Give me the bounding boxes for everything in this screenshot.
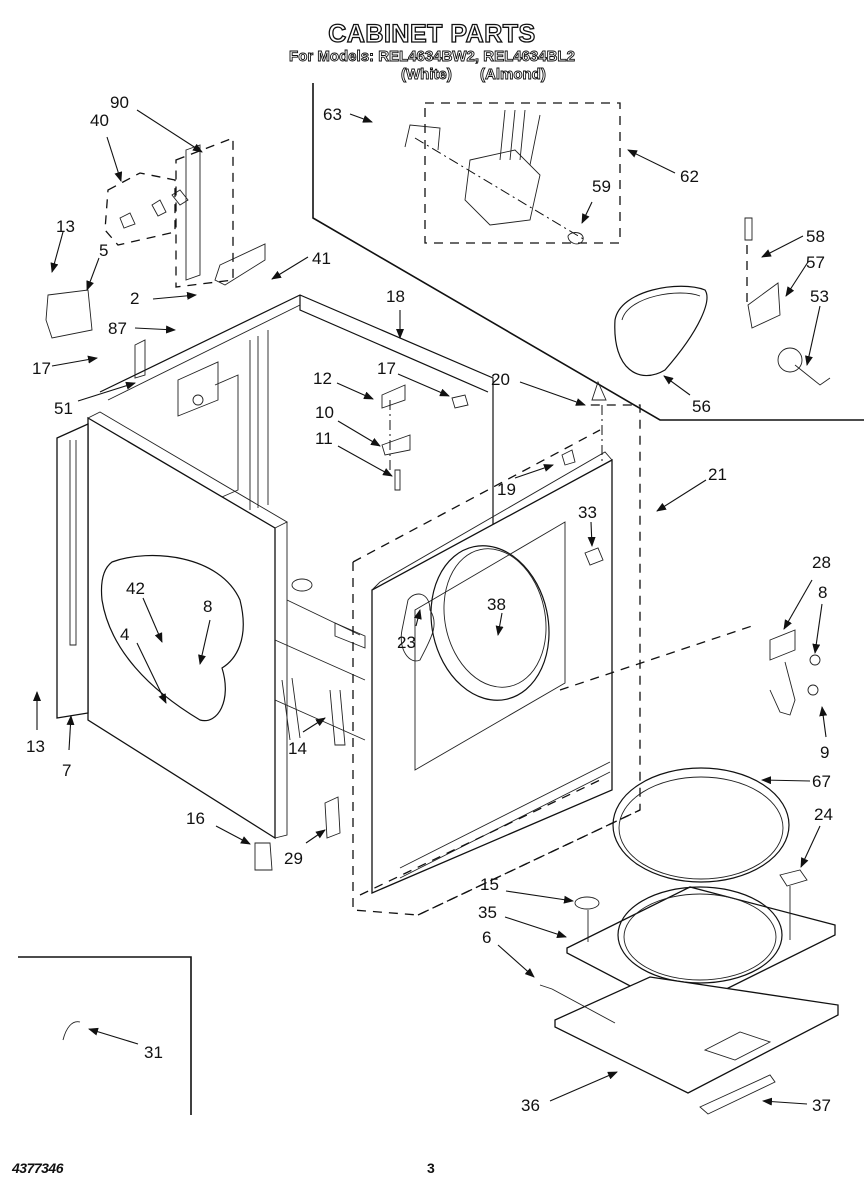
document-number: 4377346: [12, 1160, 64, 1176]
callout-62: 62: [680, 167, 699, 186]
front-panel-assembly: [352, 404, 641, 916]
small-hardware: [62, 380, 607, 1041]
callout-53: 53: [810, 287, 829, 306]
callout-17-center: 17: [377, 359, 396, 378]
callout-8-right: 8: [818, 583, 827, 602]
callout-8-left: 8: [203, 597, 212, 616]
callout-9: 9: [820, 743, 829, 762]
callout-29: 29: [284, 849, 303, 868]
callout-90: 90: [110, 93, 129, 112]
callout-11: 11: [315, 429, 333, 448]
callout-59: 59: [592, 177, 611, 196]
callout-19: 19: [497, 480, 516, 499]
callout-63: 63: [323, 105, 342, 124]
page-title: CABINET PARTS: [328, 19, 536, 48]
motor-section-frame: [312, 83, 864, 421]
callout-12: 12: [313, 369, 332, 388]
callout-24: 24: [814, 805, 833, 824]
callout-87: 87: [108, 319, 127, 338]
cabinet-assembly: [56, 294, 494, 840]
callout-38: 38: [487, 595, 506, 614]
callout-31: 31: [144, 1043, 163, 1062]
callout-5: 5: [99, 241, 108, 260]
inset-box: [18, 956, 192, 1115]
page-number: 3: [427, 1160, 435, 1176]
callout-28: 28: [812, 553, 831, 572]
callout-21: 21: [708, 465, 727, 484]
hinge-bracket: [559, 624, 821, 716]
callout-56: 56: [692, 397, 711, 416]
callout-10: 10: [315, 403, 334, 422]
callout-42: 42: [126, 579, 145, 598]
callout-13-top: 13: [56, 217, 75, 236]
control-parts: [45, 137, 266, 379]
callout-15: 15: [480, 875, 499, 894]
callout-67: 67: [812, 772, 831, 791]
callout-13-bottom: 13: [26, 737, 45, 756]
door-assembly-parts: [359, 767, 839, 1115]
callout-2: 2: [130, 289, 139, 308]
callout-51: 51: [54, 399, 73, 418]
callout-leaders: [33, 109, 828, 1106]
callout-35: 35: [478, 903, 497, 922]
callout-labels: 90 40 13 5 2 41 87 17 51 63 62 59 58 57 …: [26, 93, 833, 1115]
callout-57: 57: [806, 253, 825, 272]
models-line: For Models: REL4634BW2, REL4634BL2: [289, 48, 576, 66]
callout-58: 58: [806, 227, 825, 246]
callout-17-left: 17: [32, 359, 51, 378]
variant-white: (White): [401, 66, 453, 84]
callout-16: 16: [186, 809, 205, 828]
callout-7: 7: [62, 761, 71, 780]
callout-6: 6: [482, 928, 491, 947]
motor-parts: [404, 109, 831, 386]
callout-14: 14: [288, 739, 307, 758]
callout-20: 20: [491, 370, 510, 389]
variant-almond: (Almond): [480, 66, 547, 84]
callout-18: 18: [386, 287, 405, 306]
callout-41: 41: [312, 249, 331, 268]
callout-33: 33: [578, 503, 597, 522]
callout-37: 37: [812, 1096, 831, 1115]
callout-23: 23: [397, 633, 416, 652]
callout-40: 40: [90, 111, 109, 130]
callout-36: 36: [521, 1096, 540, 1115]
callout-4: 4: [120, 625, 129, 644]
